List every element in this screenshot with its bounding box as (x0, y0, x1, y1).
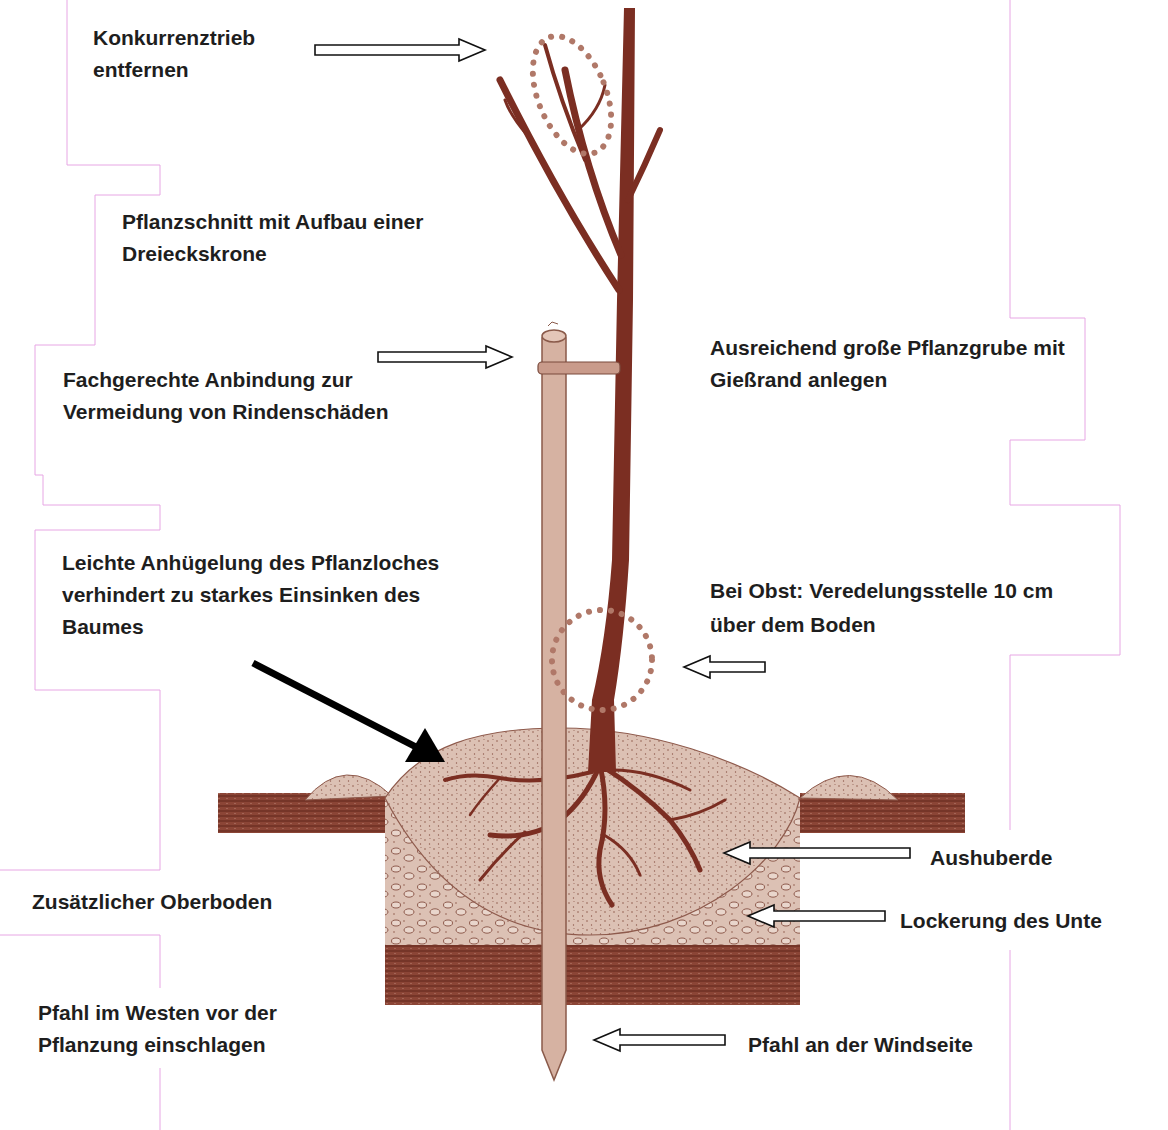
annotation-label: Zusätzlicher Oberboden (32, 886, 272, 918)
annotation-label: Pfahl im Westen vor der Pflanzung einsch… (38, 997, 378, 1061)
roots (445, 765, 725, 905)
annotation-label: Aushuberde (930, 842, 1053, 874)
annotation-label: Bei Obst: Veredelungsstelle 10 cm über d… (710, 574, 1095, 642)
annotation-label: Konkurrenztrieb entfernen (93, 22, 328, 86)
hollow-arrows (315, 39, 910, 1051)
leader-arrow (378, 346, 512, 368)
leader-arrow (594, 1029, 725, 1051)
tree (500, 8, 660, 772)
leader-arrow (315, 39, 485, 61)
dotted-mark (517, 25, 652, 710)
annotation-label: Leichte Anhügelung des Pflanzloches verh… (62, 547, 482, 643)
pointer-arrow (253, 663, 445, 762)
annotation-label: Lockerung des Unte (900, 905, 1102, 937)
leader-arrow (748, 905, 885, 927)
annotation-label: Pflanzschnitt mit Aufbau einer Dreiecksk… (122, 206, 472, 270)
stake (542, 322, 566, 1080)
annotation-label: Pfahl an der Windseite (748, 1029, 973, 1061)
leader-arrow (724, 842, 910, 864)
annotation-label: Ausreichend große Pflanzgrube mit Gießra… (710, 332, 1070, 396)
annotation-label: Fachgerechte Anbindung zur Vermeidung vo… (63, 364, 473, 428)
tree-tie (538, 362, 620, 374)
frame-line (0, 0, 1120, 1130)
leader-arrow (684, 656, 765, 678)
